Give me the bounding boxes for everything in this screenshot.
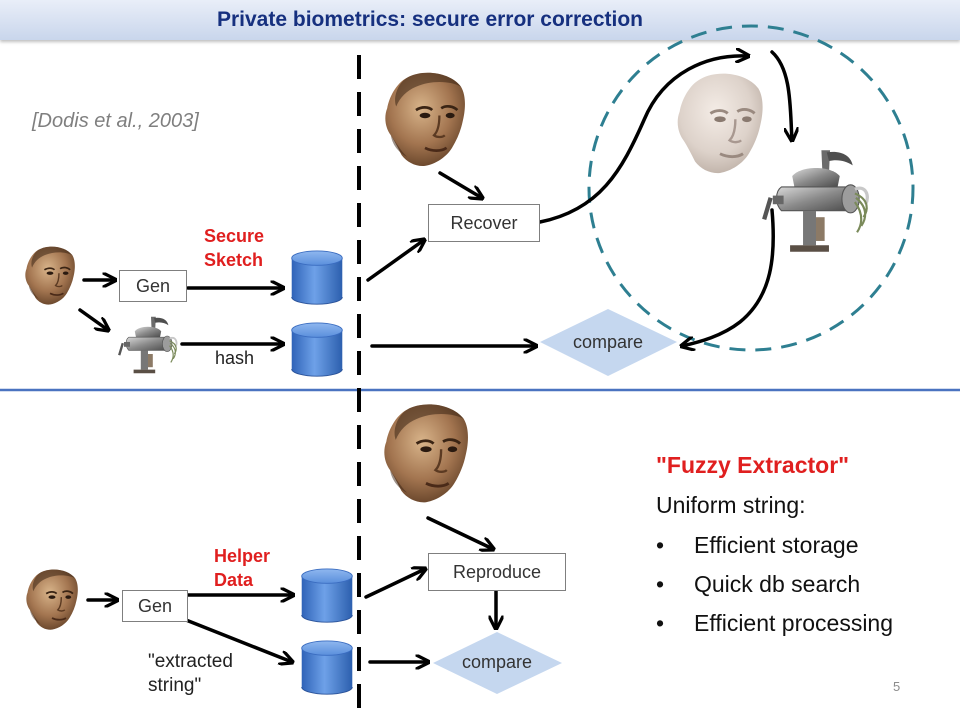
extracted-string-label-line-1: "extracted xyxy=(148,651,233,672)
face-image-bottom-probe xyxy=(382,402,470,504)
secure-zone-circle xyxy=(587,24,915,352)
gen-box-bottom: Gen xyxy=(122,590,188,622)
database-icon-hash xyxy=(291,322,343,377)
arrow-sketch-to-recover xyxy=(366,240,424,282)
secure-sketch-label-line-1: Secure xyxy=(204,226,265,246)
face-image-recovered xyxy=(676,72,765,175)
secure-sketch-label: Secure Sketch xyxy=(204,224,264,272)
face-image-bottom-left xyxy=(25,568,79,631)
compare-label-top: compare xyxy=(572,332,644,352)
arrow-face-to-grinder-large xyxy=(770,50,792,140)
reproduce-box: Reproduce xyxy=(428,553,566,591)
bullet-text: Efficient storage xyxy=(694,532,859,558)
database-icon-sketch xyxy=(291,250,343,305)
secure-sketch-label-line-2: Sketch xyxy=(204,250,264,270)
bullet-item: • Efficient storage xyxy=(656,530,893,569)
arrow-probe-to-reproduce xyxy=(426,516,493,549)
bullet-text: Efficient processing xyxy=(694,610,894,636)
extracted-string-label-line-2: string" xyxy=(148,675,202,696)
gen-box-top: Gen xyxy=(119,270,187,302)
bullet-item: • Efficient processing xyxy=(656,608,893,647)
compare-label-bottom: compare xyxy=(461,652,533,672)
compare-diamond-top xyxy=(540,309,677,376)
bullet-icon: • xyxy=(656,532,665,558)
bullet-icon: • xyxy=(656,571,665,597)
helper-data-label: Helper Data xyxy=(214,544,270,592)
bullet-icon: • xyxy=(656,610,665,636)
helper-data-label-line-2: Data xyxy=(214,570,254,590)
arrow-gen-to-extracted xyxy=(184,618,292,662)
fuzzy-extractor-title: "Fuzzy Extractor" xyxy=(656,452,850,478)
arrow-recover-to-face xyxy=(538,56,748,224)
fuzzy-extractor-bullets: • Efficient storage • Quick db search • Eff… xyxy=(656,530,893,647)
bullet-item: • Quick db search xyxy=(656,569,893,608)
arrow-grinder-to-compare xyxy=(682,208,775,346)
page-number: 5 xyxy=(893,679,901,694)
compare-diamond-bottom xyxy=(433,632,562,694)
face-image-top-left xyxy=(24,245,76,306)
extracted-string-label: "extracted string" xyxy=(148,650,233,698)
arrow-helper-to-reproduce xyxy=(364,569,425,599)
helper-data-label-line-1: Helper xyxy=(214,546,271,566)
database-icon-extracted xyxy=(301,640,353,695)
meat-grinder-image-large xyxy=(764,150,867,252)
meat-grinder-image-small xyxy=(118,315,178,375)
face-image-top-probe xyxy=(383,71,467,168)
arrow-probe-to-recover xyxy=(438,171,482,198)
slide-title: Private biometrics: secure error correct… xyxy=(216,8,643,31)
recover-box: Recover xyxy=(428,204,540,242)
database-icon-helper xyxy=(301,568,353,623)
bullet-text: Quick db search xyxy=(694,571,861,597)
citation: [Dodis et al., 2003] xyxy=(32,110,199,132)
fuzzy-extractor-subtitle: Uniform string: xyxy=(656,492,806,518)
hash-label: hash xyxy=(215,348,255,368)
arrow-face-to-grinder xyxy=(78,308,108,330)
